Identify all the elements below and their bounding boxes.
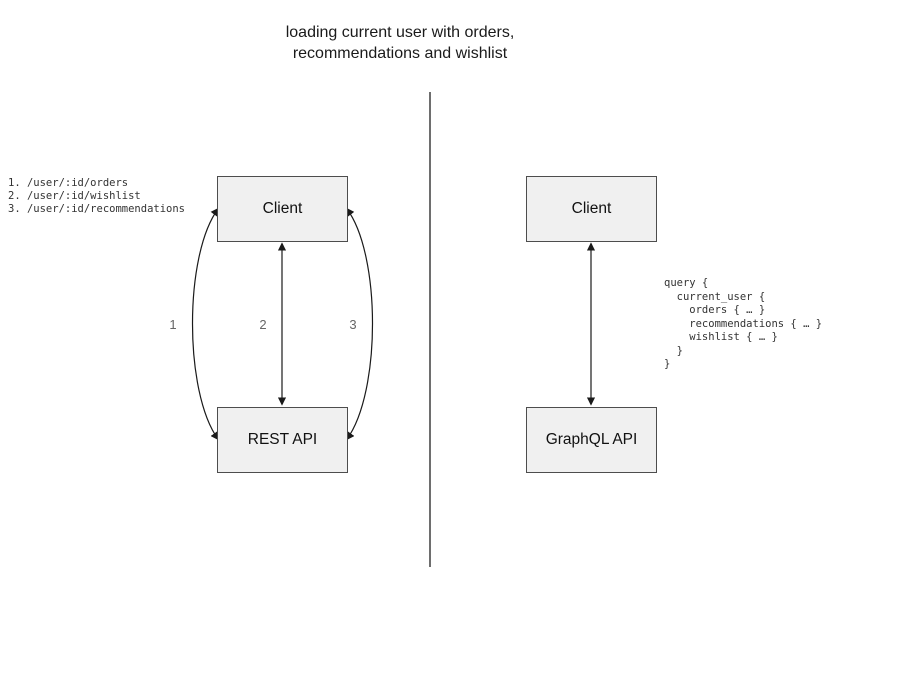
arrow-label-1: 1 — [169, 317, 177, 332]
query-line: wishlist { … } — [664, 331, 778, 343]
arrow-label-3: 3 — [349, 317, 357, 332]
query-line: current_user { — [664, 290, 766, 303]
rest-arrow-1-curve — [191, 207, 219, 441]
title-line-1: loading current user with orders, — [285, 24, 515, 41]
endpoint-item: 2. /user/:id/wishlist — [8, 190, 141, 202]
rest-api-box: REST API — [217, 407, 348, 473]
rest-api-box-label: REST API — [247, 431, 318, 448]
panel-divider-line — [429, 92, 431, 567]
endpoint-item: 3. /user/:id/recommendations — [8, 203, 186, 215]
query-line: } — [664, 344, 683, 357]
graphql-client-box-label: Client — [571, 200, 612, 217]
query-line: query { — [664, 277, 709, 289]
rest-client-box-label: Client — [262, 200, 303, 217]
arrow-label-2: 2 — [259, 317, 267, 332]
graphql-client-box: Client — [526, 176, 657, 242]
graphql-api-box: GraphQL API — [526, 407, 657, 473]
title-line-2: recommendations and wishlist — [292, 45, 508, 62]
rest-client-box: Client — [217, 176, 348, 242]
query-line: recommendations { … } — [664, 317, 823, 330]
page-title: loading current user with orders, recomm… — [100, 22, 700, 64]
query-line: orders { … } — [664, 304, 766, 316]
rest-endpoints-list: 1. /user/:id/orders 2. /user/:id/wishlis… — [8, 177, 185, 216]
graphql-query-code: query { current_user { orders { … } reco… — [664, 277, 822, 372]
query-line: } — [664, 358, 671, 370]
endpoint-item: 1. /user/:id/orders — [8, 177, 129, 189]
graphql-api-box-label: GraphQL API — [545, 431, 638, 448]
